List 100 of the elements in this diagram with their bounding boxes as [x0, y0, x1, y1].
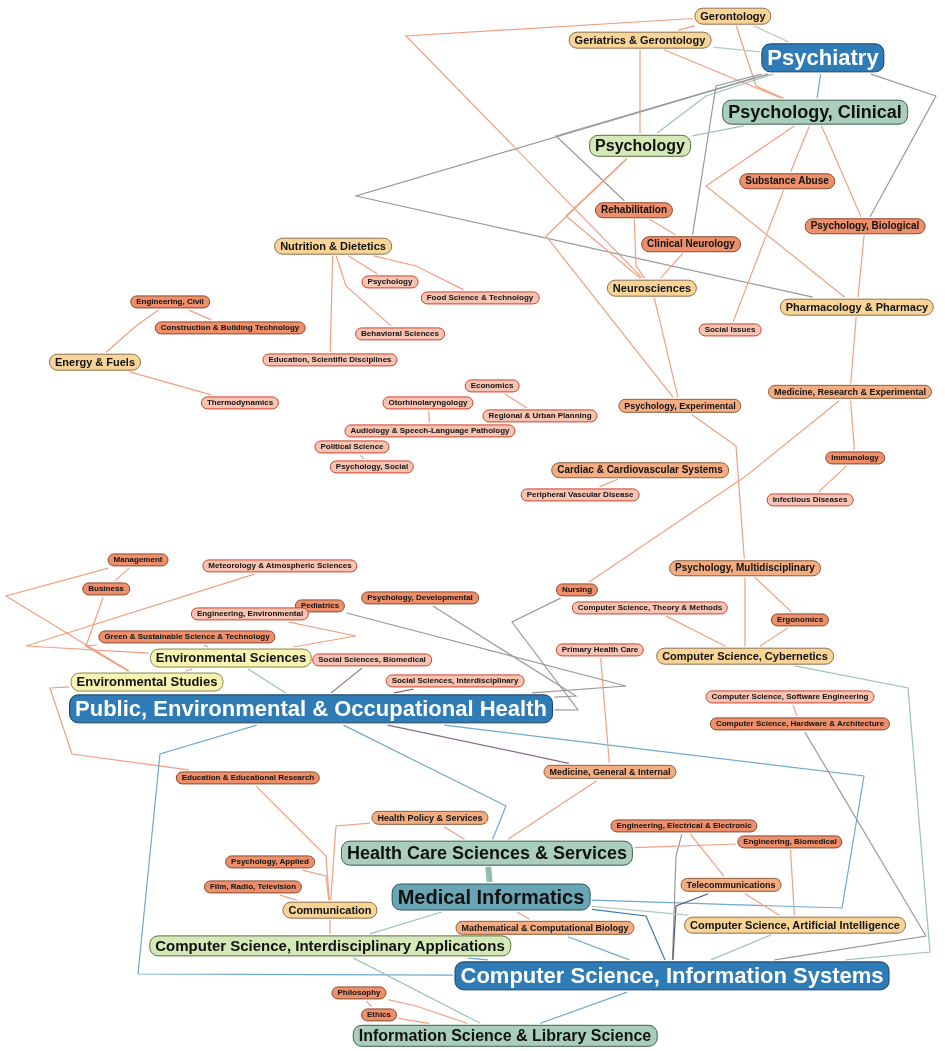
connector-line	[705, 125, 846, 298]
topic-node: Engineering, Civil	[130, 295, 210, 309]
connector-line	[369, 911, 443, 935]
connector-line	[744, 576, 746, 647]
connector-line	[591, 908, 666, 961]
topic-node: Geriatrics & Gerontology	[568, 31, 712, 49]
topic-node: Communication	[282, 901, 378, 919]
connector-line	[137, 724, 454, 976]
connector-line	[554, 73, 769, 202]
connector-line	[850, 316, 857, 384]
connector-line	[443, 724, 865, 909]
connector-line	[656, 73, 774, 134]
connector-line	[712, 46, 761, 53]
topic-node: Telecommunications	[680, 877, 782, 893]
connector-line	[329, 255, 334, 353]
connector-line	[428, 410, 430, 424]
topic-node: Computer Science, Cybernetics	[656, 647, 834, 665]
connector-line	[49, 686, 190, 771]
topic-node: Rehabilitation	[594, 202, 674, 218]
topic-node: Environmental Studies	[70, 672, 224, 692]
topic-node: Clinical Neurology	[641, 236, 741, 252]
connector-line	[869, 73, 937, 218]
connector-line	[255, 785, 330, 901]
connector-line	[672, 893, 709, 961]
topic-node: Ethics	[361, 1008, 397, 1022]
connector-line	[346, 612, 627, 694]
topic-node: Psychology	[589, 134, 691, 158]
topic-node: Political Science	[314, 440, 390, 454]
connector-line	[567, 936, 630, 961]
connector-line	[691, 73, 762, 236]
connector-line	[203, 644, 209, 648]
topic-node: Psychology, Social	[329, 460, 415, 474]
connector-line	[279, 894, 298, 901]
connector-line	[353, 73, 814, 298]
connector-line	[404, 17, 694, 279]
topic-node: Philosophy	[331, 986, 387, 1000]
topic-node: Management	[107, 553, 169, 567]
connector-line	[794, 665, 931, 961]
topic-node: Psychiatry	[761, 43, 885, 73]
topic-node: Immunology	[825, 451, 885, 465]
topic-node: Computer Science, Theory & Methods	[571, 601, 729, 615]
connector-line	[485, 866, 493, 883]
connector-line	[373, 255, 465, 291]
topic-node: Education & Educational Research	[175, 771, 321, 785]
connector-line	[600, 657, 610, 764]
connector-line	[84, 644, 129, 672]
connector-line	[342, 724, 507, 840]
connector-line	[753, 25, 789, 43]
connector-line	[818, 465, 847, 493]
connector-line	[188, 309, 212, 321]
connector-line	[653, 297, 679, 398]
topic-node: Otorhinolaryngology	[382, 396, 474, 410]
topic-node: Food Science & Technology	[420, 291, 540, 305]
topic-node: Audiology & Speech-Language Pathology	[344, 424, 516, 438]
connector-line	[759, 627, 789, 647]
topic-node: Social Sciences, Biomedical	[312, 653, 432, 667]
topic-node: Mathematical & Computational Biology	[455, 920, 635, 936]
connector-line	[773, 731, 927, 961]
connector-line	[329, 919, 331, 935]
topic-node: Social Sciences, Interdisciplinary	[385, 674, 525, 688]
topic-node: Cardiac & Cardiovascular Systems	[551, 462, 729, 478]
connector-line	[335, 255, 392, 327]
topic-node: Ergonomics	[770, 613, 830, 627]
connector-line	[857, 234, 865, 298]
connector-line	[539, 991, 628, 1024]
connector-line	[689, 833, 725, 877]
connector-line	[365, 1000, 373, 1008]
topic-node: Primary Health Care	[555, 643, 645, 657]
connector-line	[507, 780, 598, 840]
connector-line	[301, 869, 330, 901]
topic-node: Engineering, Electrical & Electronic	[610, 819, 758, 833]
topic-node: Pharmacology & Pharmacy	[779, 298, 935, 316]
connector-line	[353, 957, 481, 1024]
connector-line	[744, 893, 780, 916]
connector-line	[288, 621, 357, 648]
connector-line	[347, 255, 378, 275]
connector-line	[735, 25, 785, 99]
topic-node: Engineering, Environmental	[190, 607, 310, 621]
topic-node: Regional & Urban Planning	[482, 409, 598, 423]
topic-node: Medicine, Research & Experimental	[767, 384, 933, 400]
topic-node: Health Care Sciences & Services	[340, 840, 634, 866]
topic-node: Gerontology	[694, 7, 772, 25]
topic-node: Engineering, Biomedical	[737, 835, 843, 849]
connector-line	[665, 615, 727, 647]
connector-line	[511, 597, 580, 711]
topic-node: Behavioral Sciences	[355, 327, 445, 341]
connector-line	[330, 822, 371, 901]
topic-node: Business	[82, 582, 130, 596]
topic-node: Health Policy & Services	[371, 810, 489, 826]
topic-node: Nursing	[555, 583, 599, 597]
topic-node: Film, Radio, Television	[203, 880, 303, 894]
topic-node: Environmental Sciences	[149, 648, 313, 668]
connector-line	[393, 688, 414, 694]
topic-node: Medicine, General & Internal	[543, 764, 677, 780]
connector-line	[516, 911, 531, 920]
topic-node: Energy & Fuels	[48, 353, 142, 371]
connector-line	[330, 667, 363, 694]
topic-node: Social Issues	[698, 323, 762, 337]
topic-node: Computer Science, Artificial Intelligence	[684, 916, 906, 934]
topic-node: Public, Environmental & Occupational Health	[69, 694, 553, 724]
